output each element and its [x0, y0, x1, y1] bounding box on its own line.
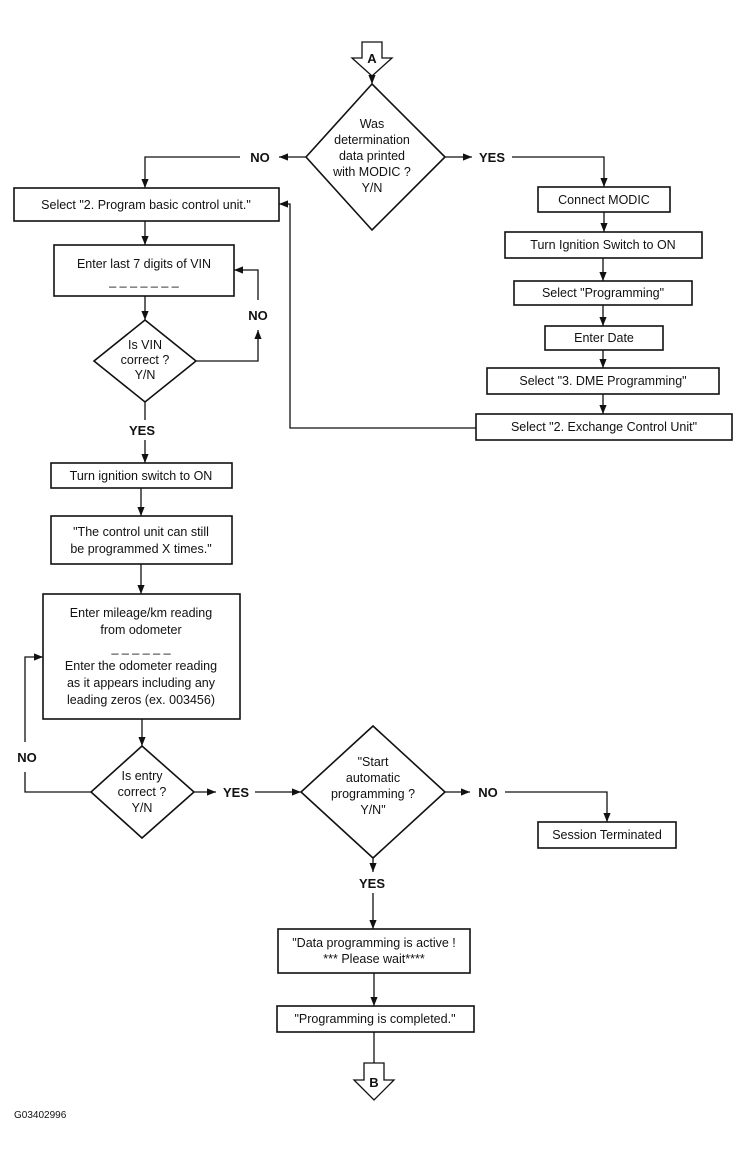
line-modic-yes-to-connect — [512, 156, 608, 187]
box-enter-mileage: Enter mileage/km reading from odometer _… — [42, 593, 241, 720]
branch-labels: NO YES NO YES NO YES NO YES — [17, 150, 505, 891]
box-enter-vin-line-1: Enter last 7 digits of VIN — [77, 257, 211, 271]
box-turn-ignition-left: Turn ignition switch to ON — [50, 462, 233, 489]
line-vin-no-loop-back — [234, 266, 259, 300]
box-data-programming-active: "Data programming is active ! *** Please… — [277, 928, 471, 974]
decision-vin-line-2: correct ? — [121, 353, 170, 367]
box-select-exchange-text: Select "2. Exchange Control Unit" — [511, 420, 697, 434]
decision-modic-line-2: determination — [334, 133, 410, 147]
decision-start-line-3: programming ? — [331, 787, 415, 801]
box-control-unit-line-2: be programmed X times." — [70, 542, 211, 556]
decision-entry-correct: Is entry correct ? Y/N — [89, 744, 196, 840]
connector-a-label: A — [367, 51, 377, 66]
label-modic-yes: YES — [479, 150, 505, 165]
label-entry-yes: YES — [223, 785, 249, 800]
connector-a: A — [350, 41, 394, 77]
decision-entry-line-3: Y/N — [132, 801, 153, 815]
label-start-yes: YES — [359, 876, 385, 891]
decision-vin-line-1: Is VIN — [128, 338, 162, 352]
box-data-programming-line-2: *** Please wait**** — [323, 952, 425, 966]
decision-vin-line-3: Y/N — [135, 368, 156, 382]
decision-start-line-2: automatic — [346, 771, 400, 785]
line-exchange-to-select — [279, 200, 476, 429]
line-entry-no-back — [24, 653, 43, 742]
label-modic-no: NO — [250, 150, 270, 165]
box-connect-modic: Connect MODIC — [537, 186, 671, 213]
box-turn-ignition-right-text: Turn Ignition Switch to ON — [530, 238, 675, 252]
label-vin-no: NO — [248, 308, 268, 323]
box-select-program-basic-text: Select "2. Program basic control unit." — [41, 198, 251, 212]
figure-id: G03402996 — [14, 1110, 67, 1121]
box-enter-mileage-line-2: from odometer — [100, 623, 181, 637]
box-select-dme-text: Select "3. DME Programming" — [519, 374, 686, 388]
line-vin-no-loop-up — [196, 330, 262, 362]
box-enter-vin: Enter last 7 digits of VIN _ _ _ _ _ _ _ — [53, 244, 235, 297]
flow-lines — [24, 74, 611, 1063]
box-turn-ignition-right: Turn Ignition Switch to ON — [504, 231, 703, 259]
connector-b: B — [352, 1062, 396, 1101]
box-enter-mileage-line-6: leading zeros (ex. 003456) — [67, 693, 215, 707]
line-entry-no-down — [24, 772, 91, 793]
decision-entry-line-1: Is entry — [122, 769, 164, 783]
decision-modic-line-4: with MODIC ? — [332, 165, 411, 179]
box-select-dme: Select "3. DME Programming" — [486, 367, 720, 395]
box-enter-mileage-line-1: Enter mileage/km reading — [70, 606, 212, 620]
decision-modic-printed: Was determination data printed with MODI… — [304, 82, 447, 232]
decision-modic-line-1: Was — [360, 117, 385, 131]
box-enter-mileage-line-5: as it appears including any — [67, 676, 216, 690]
decision-entry-line-2: correct ? — [118, 785, 167, 799]
box-control-unit-line-1: "The control unit can still — [73, 525, 209, 539]
line-start-no-to-terminated — [505, 791, 611, 822]
decision-vin-correct: Is VIN correct ? Y/N — [92, 318, 198, 404]
label-vin-yes: YES — [129, 423, 155, 438]
box-session-terminated-text: Session Terminated — [552, 828, 662, 842]
line-modic-no-to-select — [141, 156, 240, 188]
box-enter-vin-line-2: _ _ _ _ _ _ _ — [108, 274, 180, 288]
box-enter-date: Enter Date — [544, 325, 664, 351]
box-turn-ignition-left-text: Turn ignition switch to ON — [70, 469, 213, 483]
box-select-programming: Select "Programming" — [513, 280, 693, 306]
box-programming-completed-text: "Programming is completed." — [294, 1012, 455, 1026]
decision-start-line-1: "Start — [358, 755, 389, 769]
decision-start-auto: "Start automatic programming ? Y/N" — [299, 724, 447, 860]
box-programming-completed: "Programming is completed." — [276, 1005, 475, 1033]
decision-modic-line-3: data printed — [339, 149, 405, 163]
box-enter-date-text: Enter Date — [574, 331, 634, 345]
label-entry-no: NO — [17, 750, 37, 765]
box-session-terminated: Session Terminated — [537, 821, 677, 849]
box-select-program-basic: Select "2. Program basic control unit." — [13, 187, 280, 222]
decision-modic-line-5: Y/N — [362, 181, 383, 195]
box-select-exchange: Select "2. Exchange Control Unit" — [475, 413, 733, 441]
box-enter-mileage-line-3: _ _ _ _ _ _ — [110, 641, 171, 655]
label-start-no: NO — [478, 785, 498, 800]
box-control-unit-times: "The control unit can still be programme… — [50, 515, 233, 565]
connector-b-label: B — [369, 1075, 378, 1090]
decision-start-line-4: Y/N" — [360, 803, 385, 817]
box-select-programming-text: Select "Programming" — [542, 286, 664, 300]
box-enter-mileage-line-4: Enter the odometer reading — [65, 659, 217, 673]
box-data-programming-line-1: "Data programming is active ! — [292, 936, 456, 950]
box-connect-modic-text: Connect MODIC — [558, 193, 650, 207]
